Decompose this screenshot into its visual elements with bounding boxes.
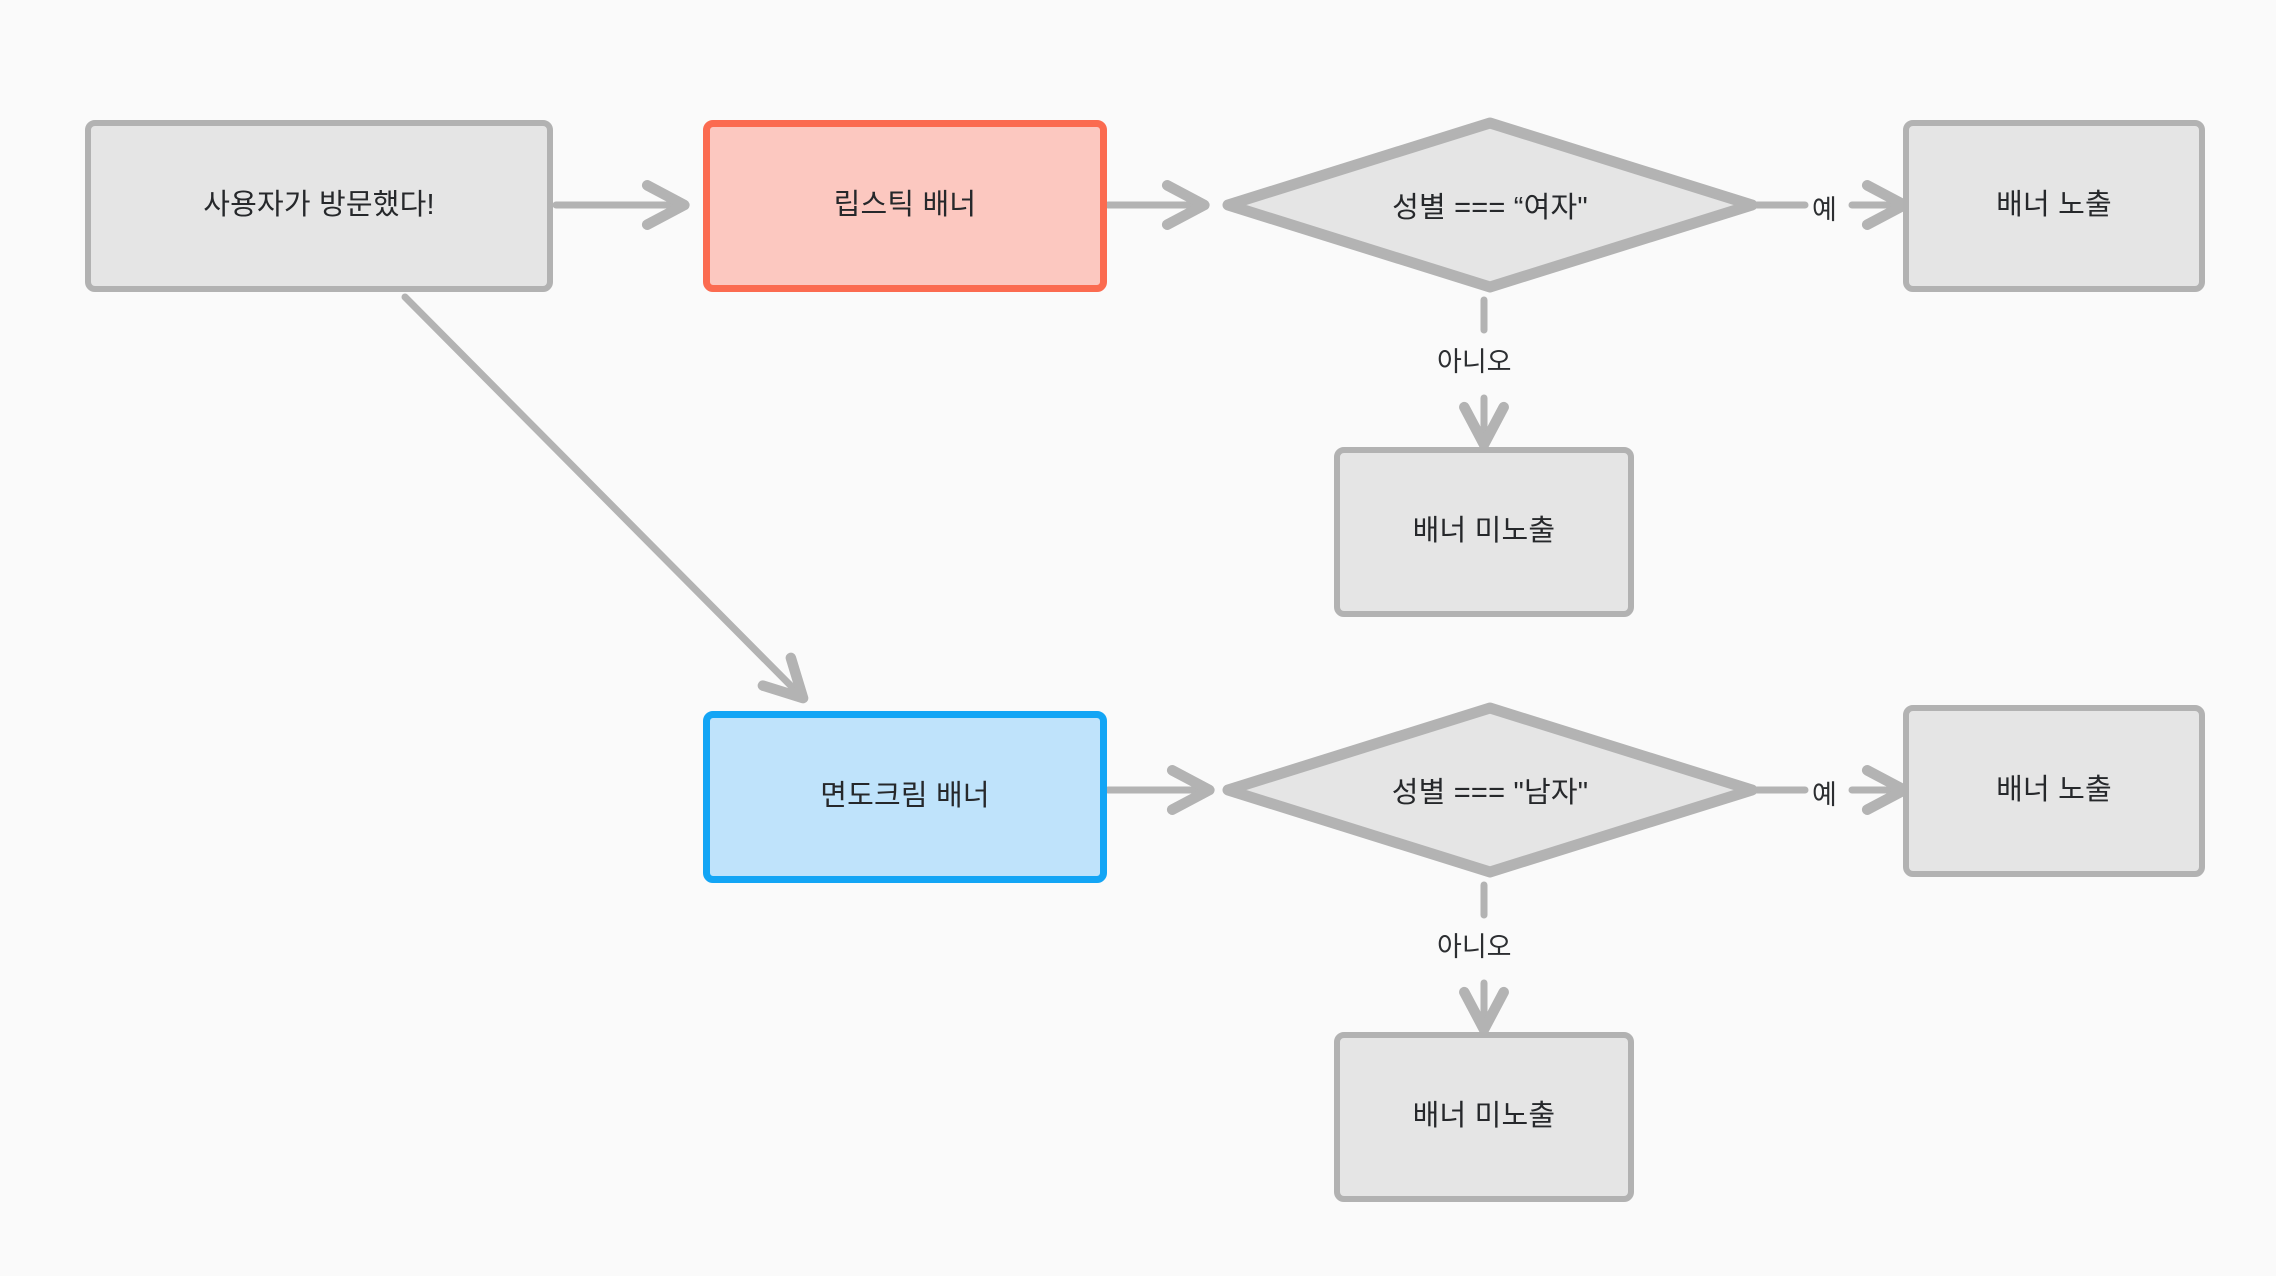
edge-label-no-bottom: 아니오 [1437, 925, 1512, 964]
node-label-shavingcream-banner: 면도크림 배너 [820, 780, 990, 813]
node-show-banner-bottom[interactable]: 배너 노출 [1903, 705, 2205, 877]
node-hide-banner-top[interactable]: 배너 미노출 [1334, 447, 1634, 617]
node-label-show-banner-bottom: 배너 노출 [1996, 774, 2112, 807]
edge-visit-to-shavingcream [401, 293, 809, 704]
node-label-user-visited: 사용자가 방문했다! [203, 189, 435, 222]
node-user-visited[interactable]: 사용자가 방문했다! [85, 120, 553, 292]
node-decision-gender-male[interactable]: 성별 === "남자" [1220, 700, 1760, 880]
node-label-show-banner-top: 배너 노출 [1996, 189, 2112, 222]
edge-label-yes-top: 예 [1812, 188, 1837, 227]
edge-label-yes-bottom: 예 [1812, 773, 1837, 812]
node-label-hide-banner-bottom: 배너 미노출 [1412, 1100, 1556, 1133]
edge-label-no-bottom-text: 아니오 [1437, 932, 1512, 962]
node-decision-gender-female[interactable]: 성별 === “여자" [1220, 115, 1760, 295]
node-lipstick-banner[interactable]: 립스틱 배너 [703, 120, 1107, 292]
node-hide-banner-bottom[interactable]: 배너 미노출 [1334, 1032, 1634, 1202]
edge-label-yes-top-text: 예 [1812, 195, 1837, 225]
node-label-decision-male: 성별 === "남자" [1391, 777, 1589, 809]
diamond-shape-male [1222, 702, 1758, 878]
edge-label-no-top-text: 아니오 [1437, 347, 1512, 377]
diamond-shape-female [1222, 117, 1758, 293]
node-label-decision-female: 성별 === “여자" [1392, 192, 1588, 224]
edge-label-no-top: 아니오 [1437, 340, 1512, 379]
node-label-lipstick-banner: 립스틱 배너 [833, 189, 977, 222]
node-label-hide-banner-top: 배너 미노출 [1412, 515, 1556, 548]
edge-label-yes-bottom-text: 예 [1812, 780, 1837, 810]
node-show-banner-top[interactable]: 배너 노출 [1903, 120, 2205, 292]
node-shavingcream-banner[interactable]: 면도크림 배너 [703, 711, 1107, 883]
